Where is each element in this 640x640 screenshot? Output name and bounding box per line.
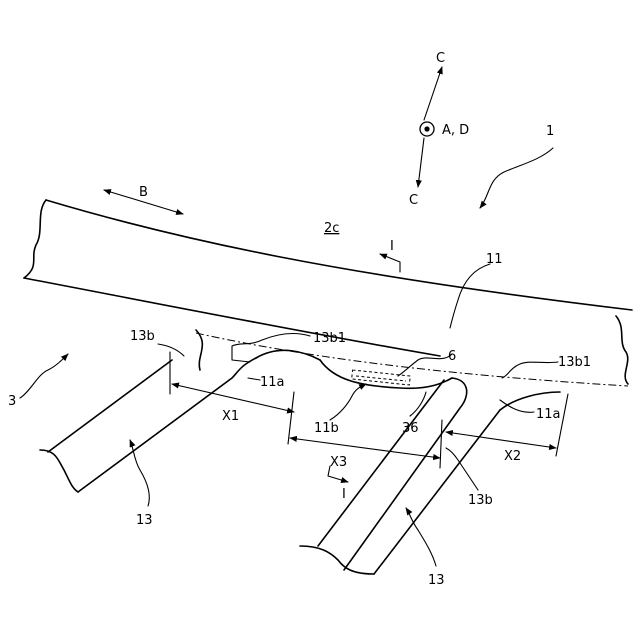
tread-inner-edge [24, 278, 440, 356]
label-x2: X2 [504, 449, 521, 464]
c-arrow-down [418, 138, 424, 187]
left-block-break [40, 450, 78, 492]
tread-right-break [616, 316, 628, 384]
out-of-plane-dot-icon [424, 126, 429, 131]
center-groove-right-wall [344, 378, 467, 570]
label-13-left: 13 [136, 513, 153, 528]
tread-outer-edge [46, 200, 632, 310]
leader-11a-left [248, 378, 260, 380]
direction-indicator [418, 67, 442, 187]
reference-labels: C C A, D 1 B 2c I 11 3 13b 13b1 6 13b1 1… [8, 51, 591, 588]
leader-6 [398, 354, 452, 376]
x2-ext-right [556, 394, 568, 456]
label-section-i-top: I [390, 239, 394, 254]
left-shoulder-curve [256, 350, 320, 360]
c-arrow-up [424, 67, 442, 120]
label-x3: X3 [330, 455, 347, 470]
label-13b-left: 13b [130, 329, 155, 344]
leader-13b1-right [502, 362, 558, 378]
label-11b: 11b [314, 421, 339, 436]
label-13-right: 13 [428, 573, 445, 588]
label-a-d: A, D [442, 123, 469, 138]
leader-13b-right [446, 448, 478, 490]
leader-11 [450, 264, 490, 328]
leader-11b [330, 384, 366, 420]
left-block-edge [196, 330, 202, 370]
center-block [300, 360, 467, 574]
label-section-i-bottom: I [342, 487, 346, 502]
leader-3 [20, 354, 68, 398]
leader-13-right [406, 508, 436, 566]
x2-dimension-arrow [446, 432, 556, 448]
x3-ext-right [440, 420, 442, 468]
right-groove-wall [374, 410, 500, 574]
left-block [40, 330, 320, 492]
label-b: B [139, 185, 148, 200]
left-groove-inner-wall [78, 358, 256, 492]
label-11a-right: 11a [536, 407, 561, 422]
label-36: 36 [402, 421, 419, 436]
left-groove-outer-wall [48, 360, 172, 452]
label-x1: X1 [222, 409, 239, 424]
leader-13-left [130, 440, 149, 506]
tread-left-break [24, 200, 46, 278]
label-2c: 2c [324, 221, 339, 236]
center-block-break [300, 546, 374, 574]
label-c-top: C [436, 51, 445, 66]
leader-36 [410, 392, 426, 416]
label-13b1-left: 13b1 [313, 331, 346, 346]
leader-1 [480, 148, 553, 208]
x3-dimension-arrow [290, 438, 440, 458]
label-3: 3 [8, 394, 16, 409]
label-1: 1 [546, 124, 554, 139]
leader-13b-left [158, 344, 184, 356]
label-13b1-right: 13b1 [558, 355, 591, 370]
right-block [374, 392, 560, 574]
sipe-centerline [356, 376, 406, 381]
label-13b-right: 13b [468, 493, 493, 508]
label-6: 6 [448, 349, 456, 364]
label-11a-left: 11a [260, 375, 285, 390]
x1-ext-right [288, 392, 294, 444]
center-groove-bottom [320, 360, 452, 388]
section-i-top-marker [380, 254, 400, 272]
label-c-bottom: C [409, 193, 418, 208]
label-11: 11 [486, 252, 503, 267]
